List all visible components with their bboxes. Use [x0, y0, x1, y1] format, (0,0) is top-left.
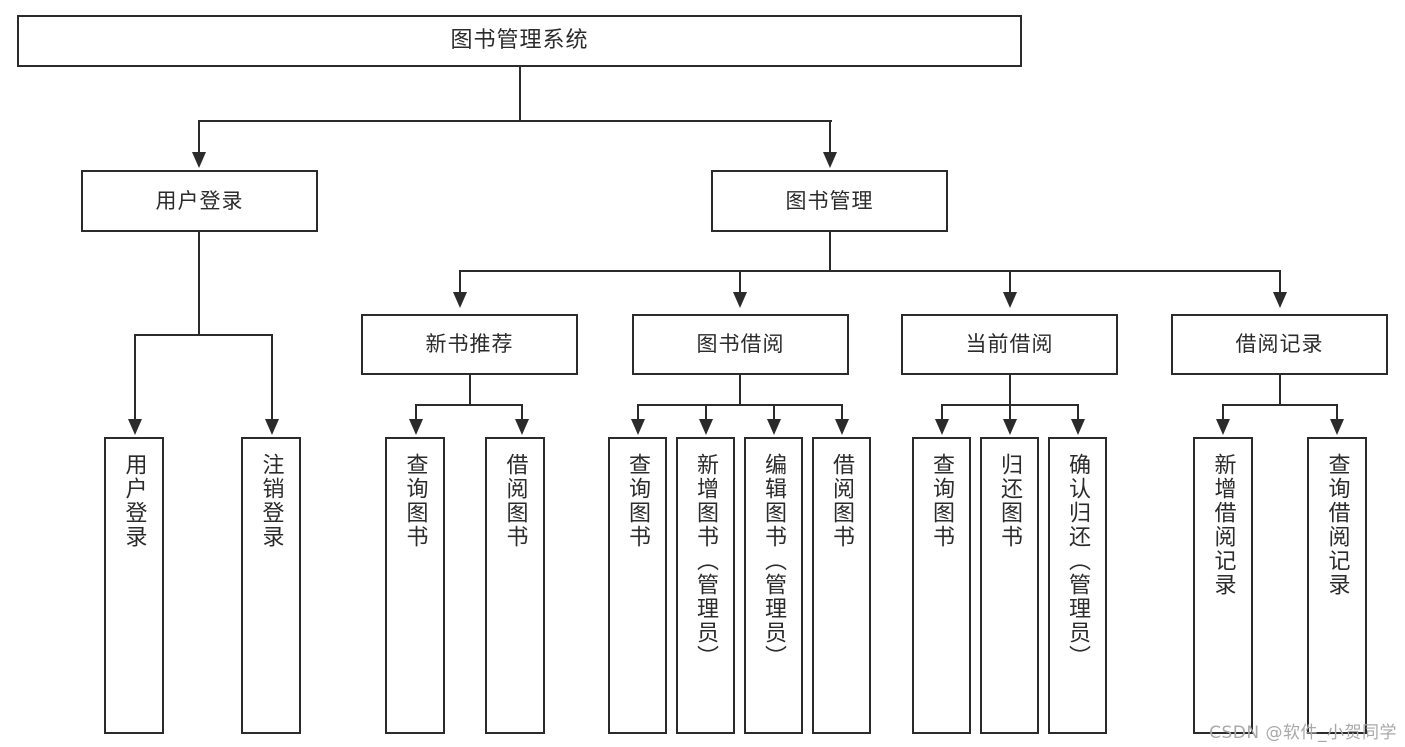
connector-bb-to-leaf-4	[841, 404, 843, 421]
arrow-bb-to-leaf-1	[631, 419, 645, 435]
arrow-cb-to-leaf-3	[1071, 419, 1085, 435]
leaf-user-login-logout[interactable]: 注销登录	[241, 437, 301, 734]
node-root-system[interactable]: 图书管理系统	[17, 15, 1022, 67]
leaf-label: 确认归还（管理员）	[1065, 453, 1091, 669]
node-new-book-recommend[interactable]: 新书推荐	[361, 314, 578, 375]
connector-bb-to-leaf-3	[773, 404, 775, 421]
arrow-nb-to-leaf-2	[515, 419, 529, 435]
leaf-label: 用户登录	[121, 453, 147, 549]
connector-borrow-record-bus	[1222, 404, 1338, 406]
node-label: 借阅记录	[1235, 332, 1324, 357]
arrow-cb-to-leaf-2	[1003, 419, 1017, 435]
leaf-label: 查询借阅记录	[1324, 453, 1350, 597]
connector-book-management-bus	[459, 270, 1281, 272]
arrow-user-login-to-leaf-2	[265, 419, 279, 435]
connector-cb-to-leaf-2	[1009, 404, 1011, 421]
connector-book-management-stem	[829, 232, 831, 272]
leaf-label: 注销登录	[258, 453, 284, 549]
leaf-label: 编辑图书（管理员）	[761, 453, 787, 669]
leaf-label: 新增图书（管理员）	[693, 453, 719, 669]
arrow-bm-to-new-book	[453, 292, 467, 308]
node-borrow-record[interactable]: 借阅记录	[1171, 314, 1388, 375]
connector-book-borrow-stem	[739, 375, 741, 406]
leaf-label: 归还图书	[997, 453, 1023, 549]
node-label: 图书管理	[785, 188, 874, 213]
arrow-nb-to-leaf-1	[409, 419, 423, 435]
leaf-current-borrow-confirm-return[interactable]: 确认归还（管理员）	[1048, 437, 1107, 734]
connector-br-to-leaf-1	[1222, 404, 1224, 421]
connector-user-login-to-leaf-2	[271, 334, 273, 421]
connector-cb-to-leaf-1	[941, 404, 943, 421]
arrow-br-to-leaf-2	[1330, 419, 1344, 435]
leaf-user-login-login[interactable]: 用户登录	[104, 437, 164, 734]
connector-root-to-book-manage	[829, 120, 831, 154]
connector-bm-to-book-borrow	[739, 270, 741, 294]
node-label: 新书推荐	[425, 332, 514, 357]
connector-bm-to-borrow-record	[1279, 270, 1281, 294]
arrow-user-login-to-leaf-1	[128, 419, 142, 435]
leaf-label: 查询图书	[402, 453, 428, 549]
connector-bm-to-current-borrow	[1009, 270, 1011, 294]
leaf-book-borrow-edit[interactable]: 编辑图书（管理员）	[744, 437, 803, 734]
node-label: 图书借阅	[696, 332, 785, 357]
connector-nb-to-leaf-1	[415, 404, 417, 421]
leaf-new-book-borrow[interactable]: 借阅图书	[485, 437, 545, 734]
leaf-book-borrow-query[interactable]: 查询图书	[608, 437, 667, 734]
connector-new-book-stem	[469, 375, 471, 406]
connector-root-bus	[198, 120, 832, 122]
leaf-book-borrow-add[interactable]: 新增图书（管理员）	[676, 437, 735, 734]
arrow-bb-to-leaf-3	[767, 419, 781, 435]
connector-root-stem	[519, 67, 521, 122]
arrow-bb-to-leaf-2	[699, 419, 713, 435]
node-current-borrow[interactable]: 当前借阅	[901, 314, 1118, 375]
arrow-br-to-leaf-1	[1216, 419, 1230, 435]
connector-new-book-bus	[415, 404, 523, 406]
arrow-bm-to-current-borrow	[1003, 292, 1017, 308]
arrow-bm-to-book-borrow	[733, 292, 747, 308]
leaf-borrow-record-add[interactable]: 新增借阅记录	[1193, 437, 1253, 734]
connector-bb-to-leaf-2	[705, 404, 707, 421]
connector-bb-to-leaf-1	[637, 404, 639, 421]
leaf-new-book-query[interactable]: 查询图书	[385, 437, 445, 734]
connector-book-borrow-bus	[637, 404, 843, 406]
arrow-cb-to-leaf-1	[935, 419, 949, 435]
connector-current-borrow-stem	[1009, 375, 1011, 406]
leaf-label: 借阅图书	[829, 453, 855, 549]
arrow-bb-to-leaf-4	[835, 419, 849, 435]
leaf-borrow-record-query[interactable]: 查询借阅记录	[1307, 437, 1367, 734]
arrow-root-to-book-manage	[823, 152, 837, 168]
arrow-root-to-user-login	[192, 152, 206, 168]
connector-cb-to-leaf-3	[1077, 404, 1079, 421]
node-book-management[interactable]: 图书管理	[711, 170, 948, 232]
csdn-watermark: CSDN @软件_小贺同学	[1209, 723, 1397, 743]
connector-bm-to-new-book	[459, 270, 461, 294]
leaf-label: 查询图书	[929, 453, 955, 549]
node-label: 图书管理系统	[450, 28, 589, 54]
node-label: 用户登录	[155, 188, 244, 213]
leaf-label: 借阅图书	[502, 453, 528, 549]
connector-root-to-user-login	[198, 120, 200, 154]
leaf-label: 查询图书	[625, 453, 651, 549]
node-book-borrow[interactable]: 图书借阅	[632, 314, 849, 375]
connector-borrow-record-stem	[1279, 375, 1281, 406]
connector-nb-to-leaf-2	[521, 404, 523, 421]
node-label: 当前借阅	[965, 332, 1054, 357]
leaf-label: 新增借阅记录	[1210, 453, 1236, 597]
leaf-book-borrow-borrow[interactable]: 借阅图书	[812, 437, 871, 734]
connector-br-to-leaf-2	[1336, 404, 1338, 421]
arrow-bm-to-borrow-record	[1273, 292, 1287, 308]
leaf-current-borrow-query[interactable]: 查询图书	[912, 437, 971, 734]
connector-user-login-stem	[198, 232, 200, 335]
node-user-login[interactable]: 用户登录	[81, 170, 318, 232]
connector-user-login-bus	[134, 334, 273, 336]
leaf-current-borrow-return[interactable]: 归还图书	[980, 437, 1039, 734]
connector-user-login-to-leaf-1	[134, 334, 136, 421]
